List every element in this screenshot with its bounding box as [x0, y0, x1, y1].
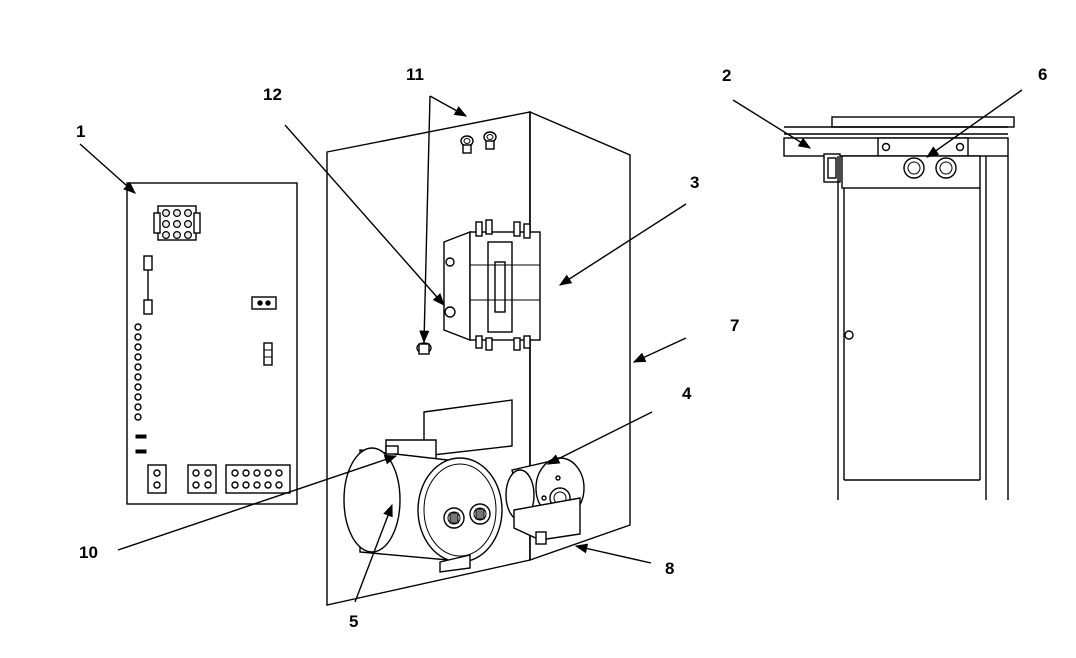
callout-labels: 1 2 3 4 5 6 7 8 10 11 12: [76, 65, 1047, 631]
leader-7: [632, 337, 687, 363]
board-pin-header: [263, 342, 273, 366]
contactor: [443, 219, 541, 351]
capacitor-bracket: [385, 445, 399, 455]
screws-top: [460, 131, 497, 154]
leader-1: [79, 143, 136, 194]
callout-1: 1: [76, 122, 85, 141]
leader-8: [574, 543, 652, 564]
unit-side-view: [783, 116, 1015, 500]
callout-8: 8: [665, 559, 674, 578]
control-board: [126, 182, 298, 505]
leader-10: [117, 454, 398, 551]
callout-11: 11: [406, 65, 424, 84]
board-led-column: [134, 323, 142, 421]
board-connectors-bottom: [147, 464, 291, 494]
leader-lines: [79, 89, 1023, 603]
start-relay-bracket: [513, 497, 581, 545]
capacitor-terminals: [443, 503, 491, 529]
leader-12: [284, 124, 445, 306]
callout-10: 10: [79, 543, 98, 562]
leader-6: [925, 89, 1023, 158]
callout-5: 5: [349, 612, 358, 631]
board-connector-right-upper: [251, 296, 277, 310]
callout-12: 12: [263, 85, 282, 104]
leader-4: [546, 411, 653, 465]
leader-11b: [419, 95, 431, 344]
leader-2: [732, 99, 812, 149]
board-connector-top: [153, 205, 201, 241]
callout-2: 2: [722, 66, 731, 85]
leader-3: [558, 203, 687, 286]
callout-3: 3: [690, 173, 699, 192]
leader-5: [354, 503, 393, 603]
callout-6: 6: [1038, 65, 1047, 84]
leader-11a: [429, 95, 468, 117]
callout-7: 7: [730, 316, 739, 335]
screw-lower: [416, 342, 432, 355]
callout-4: 4: [682, 384, 692, 403]
board-fuse: [143, 255, 153, 315]
